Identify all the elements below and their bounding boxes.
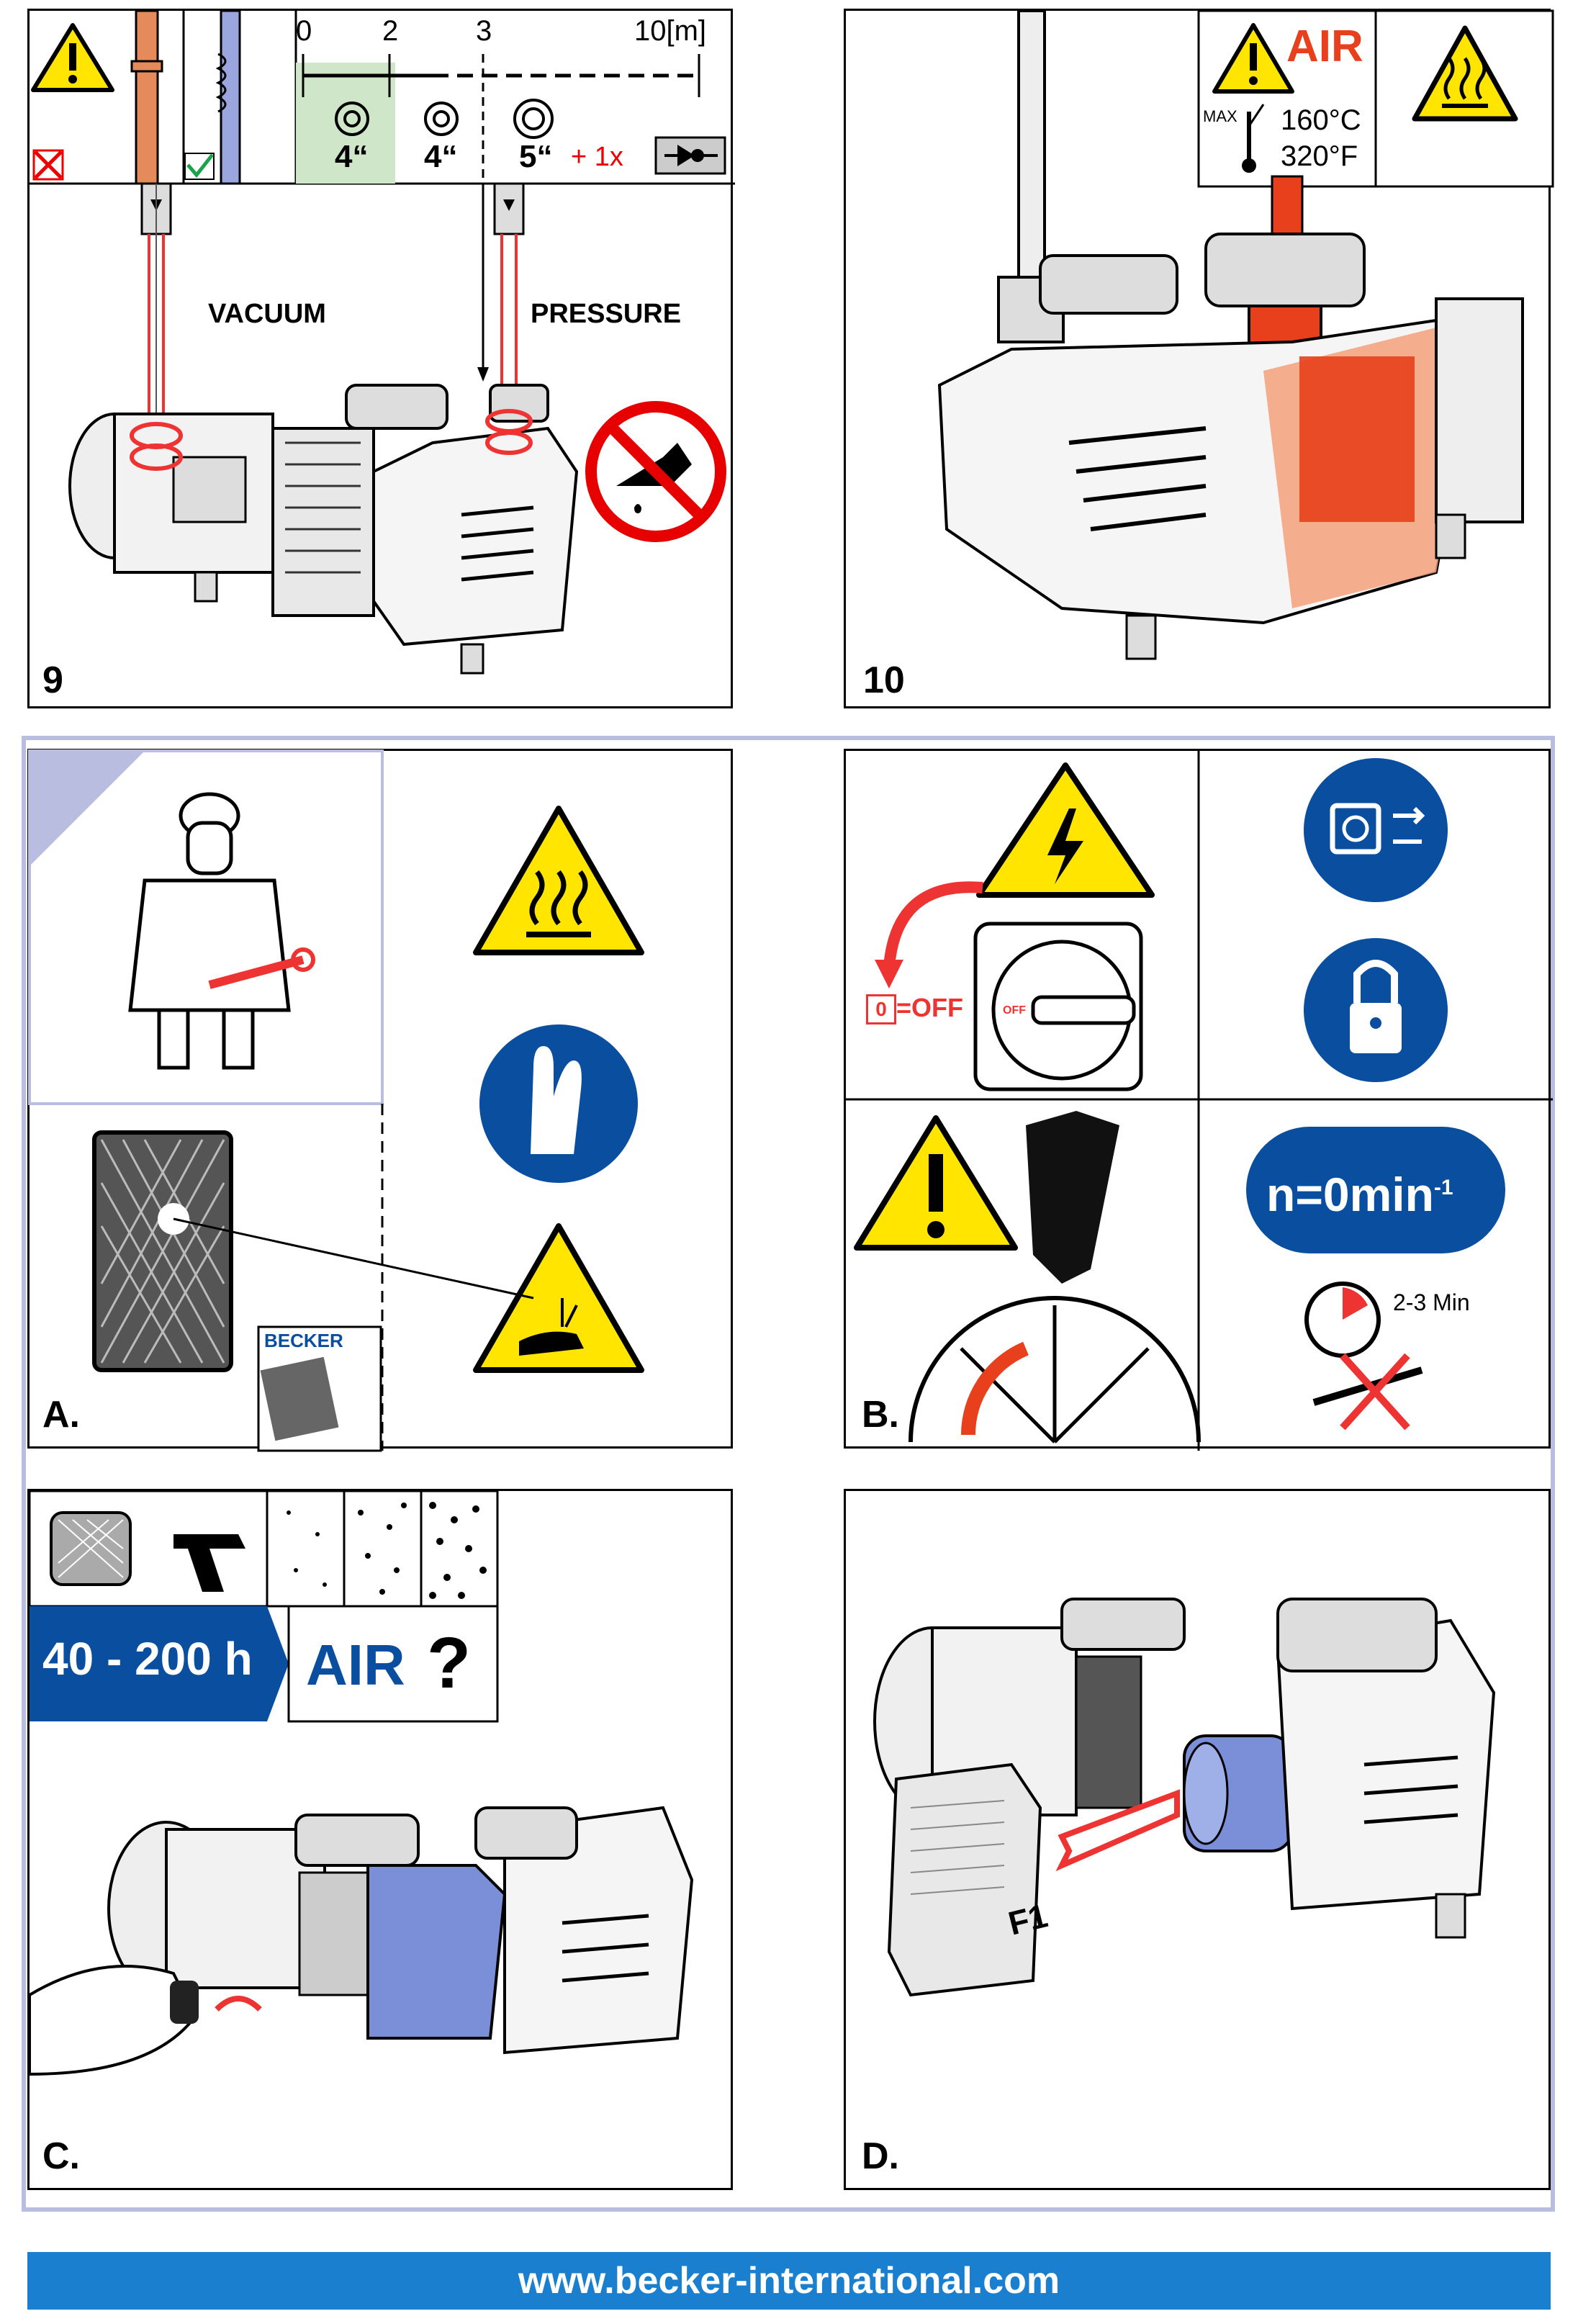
temp-celsius: 160°C [1281,104,1361,136]
pump-illustration [937,9,1524,660]
vacuum-label: VACUUM [208,299,326,329]
wrench-icon [1312,1353,1423,1431]
extra-valve-count: + 1x [571,142,623,172]
pipe-size-icon-2 [424,102,459,136]
section-frame [22,736,1555,2212]
removed-cover [887,1762,1042,1997]
filter-cartridge-icon [50,1511,132,1586]
straight-pipe [135,9,159,185]
scale-tick-3: 3 [476,15,492,47]
panel-10: AIR MAX 160°C 320°F 10 [844,9,1554,708]
air-gun-icon [173,1534,245,1592]
warning-triangle-icon [1212,23,1294,94]
vacuum-pipe [140,182,172,414]
step-letter-d: D. [862,2135,899,2177]
service-interval: 40 - 200 h [42,1633,253,1685]
pipe-size-icon-3 [513,99,554,139]
padlock-icon [1304,938,1448,1082]
flying-debris-warning-icon [473,1223,644,1373]
step-number-9: 9 [42,659,63,701]
warning-triangle-icon [854,1115,1018,1251]
panel-9: 0 2 3 10[m] 4“ 4“ 5“ + 1x VACUUM PRESSUR… [27,9,735,708]
unplug-icon [1304,758,1448,902]
electric-hazard-icon [976,762,1155,898]
warning-triangle-icon [31,23,114,92]
speed-zero-badge [1246,1127,1505,1253]
pipe-size-1: 4“ [335,139,369,174]
footer-url[interactable]: www.becker-international.com [518,2260,1060,2302]
check-valve-icon [654,136,726,175]
pressure-pipe [477,182,525,392]
step-number-10: 10 [863,659,905,701]
scale-tick-0: 0 [296,15,312,47]
gloves-icon [479,1024,638,1183]
max-label: MAX [1203,107,1237,125]
brand-badge: BECKER [264,1330,343,1351]
pump-illustration [873,1598,1496,1997]
rotating-parts-icon [909,1111,1201,1444]
panel-b-illustration [846,751,1553,1451]
hot-surface-icon [473,806,644,955]
main-switch-icon [875,881,1143,1091]
pipe-size-2: 4“ [424,139,458,174]
off-label: =OFF [896,993,964,1022]
pressure-label: PRESSURE [531,299,682,329]
technician-icon [128,792,315,1070]
wait-time-label: 2-3 Min [1393,1289,1470,1315]
temp-fahrenheit: 320°F [1281,140,1358,172]
filter-grille [92,1130,534,1372]
check-icon [184,153,215,180]
pipe-size-3: 5“ [519,139,553,174]
hot-surface-icon [1412,25,1518,122]
panel-10-illustration [937,9,1554,660]
filter-cover [366,1864,507,2040]
panel-c-illustration [28,1490,694,2076]
timer-icon [1304,1282,1381,1358]
pump-illustration [28,1806,694,2076]
off-zero-box: 0 [866,994,896,1024]
pipe-size-icon-1 [335,102,369,136]
footer-url-bar: www.becker-international.com [27,2252,1551,2310]
no-oil-icon [585,401,726,542]
panel-a: BECKER A. [27,749,733,1452]
air-label: AIR [1286,22,1363,71]
switch-off-text: OFF [1003,1004,1026,1017]
panel-d-illustration [873,1598,1496,1997]
scale-tick-2: 2 [382,15,399,47]
cross-icon [32,149,64,181]
step-letter-c: C. [42,2135,80,2177]
panel-b: 0 =OFF OFF n=0min-1 2-3 Min B. [844,749,1553,1451]
thermometer-icon [1242,104,1265,173]
panel-9-illustration [30,9,735,675]
panel-c: 40 - 200 h AIR ? C. [27,1489,733,2190]
removal-arrow [1055,1789,1180,1872]
scale-tick-10m: 10[m] [634,15,707,47]
pump-illustration [68,384,579,675]
panel-a-illustration [28,749,644,1452]
speed-zero-label: n=0min-1 [1266,1168,1453,1221]
question-mark: ? [427,1623,472,1703]
step-letter-a: A. [42,1394,80,1436]
step-letter-b: B. [862,1394,899,1436]
flex-hose [220,9,241,185]
panel-d: F1 D. [844,1489,1551,2190]
air-label: AIR [306,1633,405,1697]
